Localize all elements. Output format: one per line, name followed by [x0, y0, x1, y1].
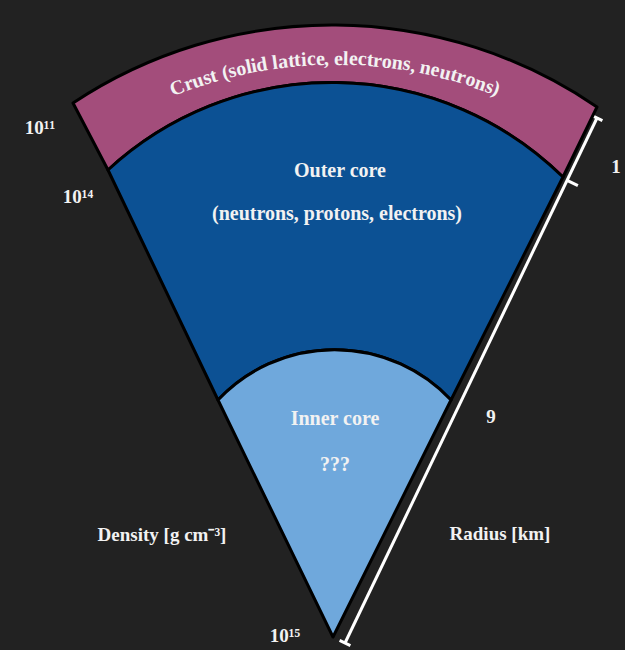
band-body: ???: [320, 453, 350, 476]
label-letter: c: [306, 47, 316, 70]
label-letter: e: [334, 46, 343, 69]
label-letter: [329, 46, 334, 69]
label-letter: e: [315, 47, 325, 70]
density-value: 10¹¹: [25, 117, 55, 139]
density-value: 10¹⁴: [63, 186, 93, 208]
label-letter: ,: [324, 47, 329, 70]
radius-value: 9: [486, 406, 496, 428]
axis-title: Density [g cm⁻³]: [98, 521, 227, 547]
band-heading: Outer core: [294, 159, 386, 182]
density-value: 10¹⁵: [270, 625, 300, 647]
label-letter: l: [343, 47, 349, 70]
label-letter: d: [255, 52, 270, 77]
radius-value: 1: [611, 156, 621, 178]
band-heading: Inner core: [291, 407, 380, 430]
label-letter: e: [348, 47, 358, 70]
axis-title: Radius [km]: [450, 523, 551, 545]
band-body: (neutrons, protons, electrons): [212, 202, 462, 225]
